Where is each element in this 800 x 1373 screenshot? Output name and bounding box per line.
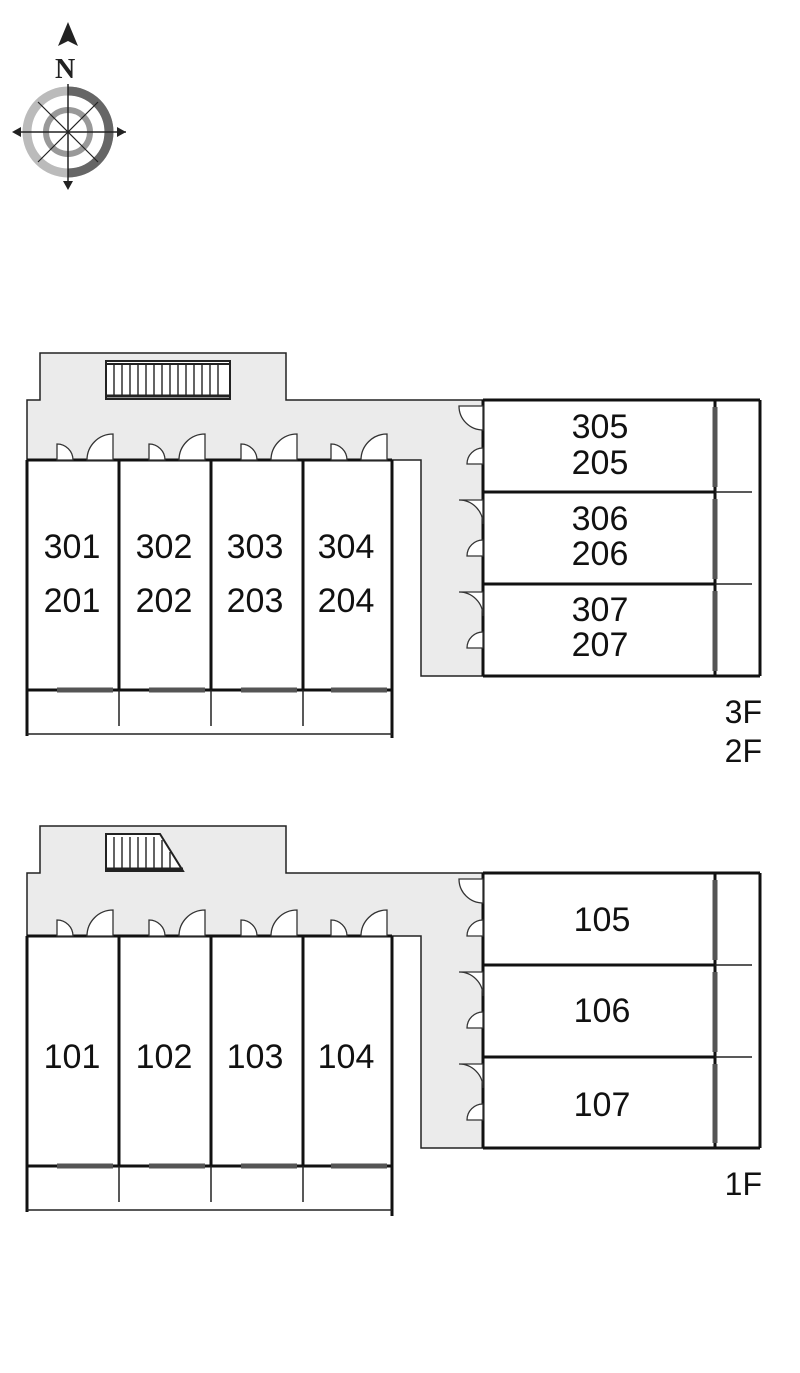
upper-floor-plan: 301 201 302 202 303 203 304 204 305 205 … [25, 352, 762, 769]
door-icon [458, 405, 484, 649]
door-icon [458, 878, 484, 1121]
north-label: N [55, 54, 75, 85]
unit-label: 104 [318, 1038, 375, 1076]
unit-label: 203 [227, 582, 284, 620]
unit-label: 207 [572, 626, 629, 664]
compass-icon [12, 22, 126, 190]
unit-label: 105 [574, 901, 631, 939]
lower-floor-plan: 101 102 103 104 105 106 107 1F [25, 825, 762, 1216]
stairs-icon [105, 360, 231, 400]
unit-label: 307 [572, 591, 629, 629]
unit-label: 102 [136, 1038, 193, 1076]
unit-label: 305 [572, 408, 629, 446]
unit-label: 106 [574, 992, 631, 1030]
unit-label: 303 [227, 528, 284, 566]
unit-label: 107 [574, 1086, 631, 1124]
unit-label: 306 [572, 500, 629, 538]
unit-label: 202 [136, 582, 193, 620]
unit-label: 205 [572, 444, 629, 482]
unit-label: 204 [318, 582, 375, 620]
floor-label: 2F [725, 733, 762, 769]
corridor [26, 352, 484, 677]
floor-label: 3F [725, 694, 762, 730]
door-icon [56, 433, 388, 461]
unit-label: 304 [318, 528, 375, 566]
unit-label: 206 [572, 535, 629, 573]
unit-label: 301 [44, 528, 101, 566]
stairs-icon [105, 833, 185, 872]
unit-label: 201 [44, 582, 101, 620]
unit-label: 101 [44, 1038, 101, 1076]
floor-label: 1F [725, 1166, 762, 1202]
door-icon [56, 909, 388, 937]
corridor [26, 825, 484, 1149]
unit-label: 302 [136, 528, 193, 566]
unit-label: 103 [227, 1038, 284, 1076]
